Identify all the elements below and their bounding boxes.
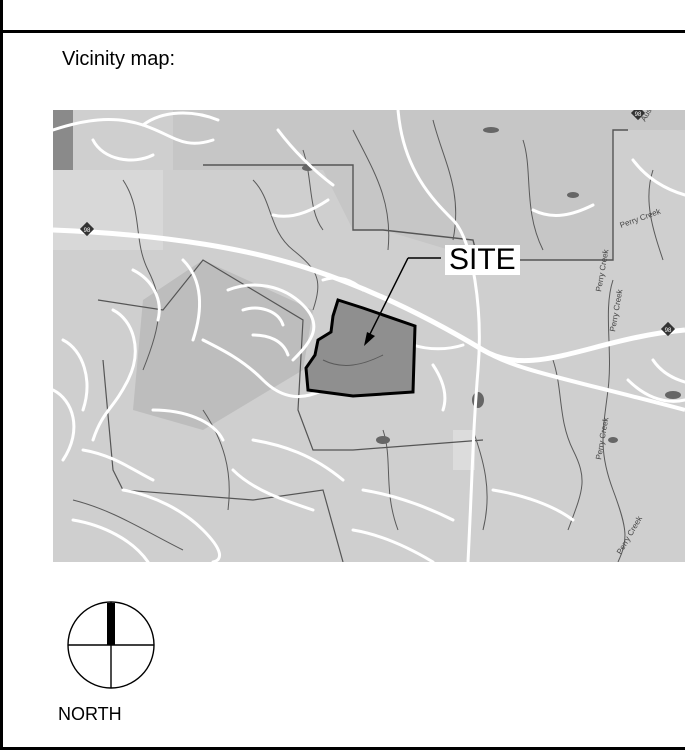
highway-shield-east: 98: [660, 321, 676, 337]
north-label: NORTH: [58, 704, 122, 724]
highway-branch: [481, 348, 685, 412]
highway-98: [53, 227, 685, 364]
vicinity-map[interactable]: 98 98 98 Austin Creek Perry Creek Perry …: [53, 110, 685, 562]
district-boundary: [203, 129, 628, 261]
site-parcel[interactable]: [304, 298, 417, 398]
map-light-patch-2: [453, 430, 475, 470]
subdivision-streets: [53, 111, 685, 562]
highway-shield-northeast: 98: [630, 110, 646, 121]
map-corner-patch: [53, 110, 73, 170]
svg-text:98: 98: [84, 228, 91, 234]
svg-text:98: 98: [635, 112, 642, 118]
bottom-border: [0, 747, 685, 750]
left-border: [0, 0, 3, 750]
north-south-road: [396, 110, 481, 562]
district-boundary-3: [102, 359, 344, 562]
site-label: SITE: [445, 245, 520, 275]
map-title: Vicinity map:: [62, 48, 176, 70]
streams: [72, 119, 664, 562]
header-divider: [0, 30, 685, 33]
map-svg: 98 98 98 Austin Creek Perry Creek Perry …: [53, 110, 685, 562]
site-stream: [322, 354, 384, 366]
map-zone-west: [133, 260, 313, 430]
district-boundary-2: [97, 259, 484, 451]
map-zone-north: [173, 110, 685, 260]
north-arrow-icon: [67, 601, 155, 689]
site-arrowhead: [364, 332, 375, 346]
site-leader-line: [367, 257, 409, 339]
svg-text:98: 98: [665, 328, 672, 334]
north-arrow: [66, 600, 156, 690]
